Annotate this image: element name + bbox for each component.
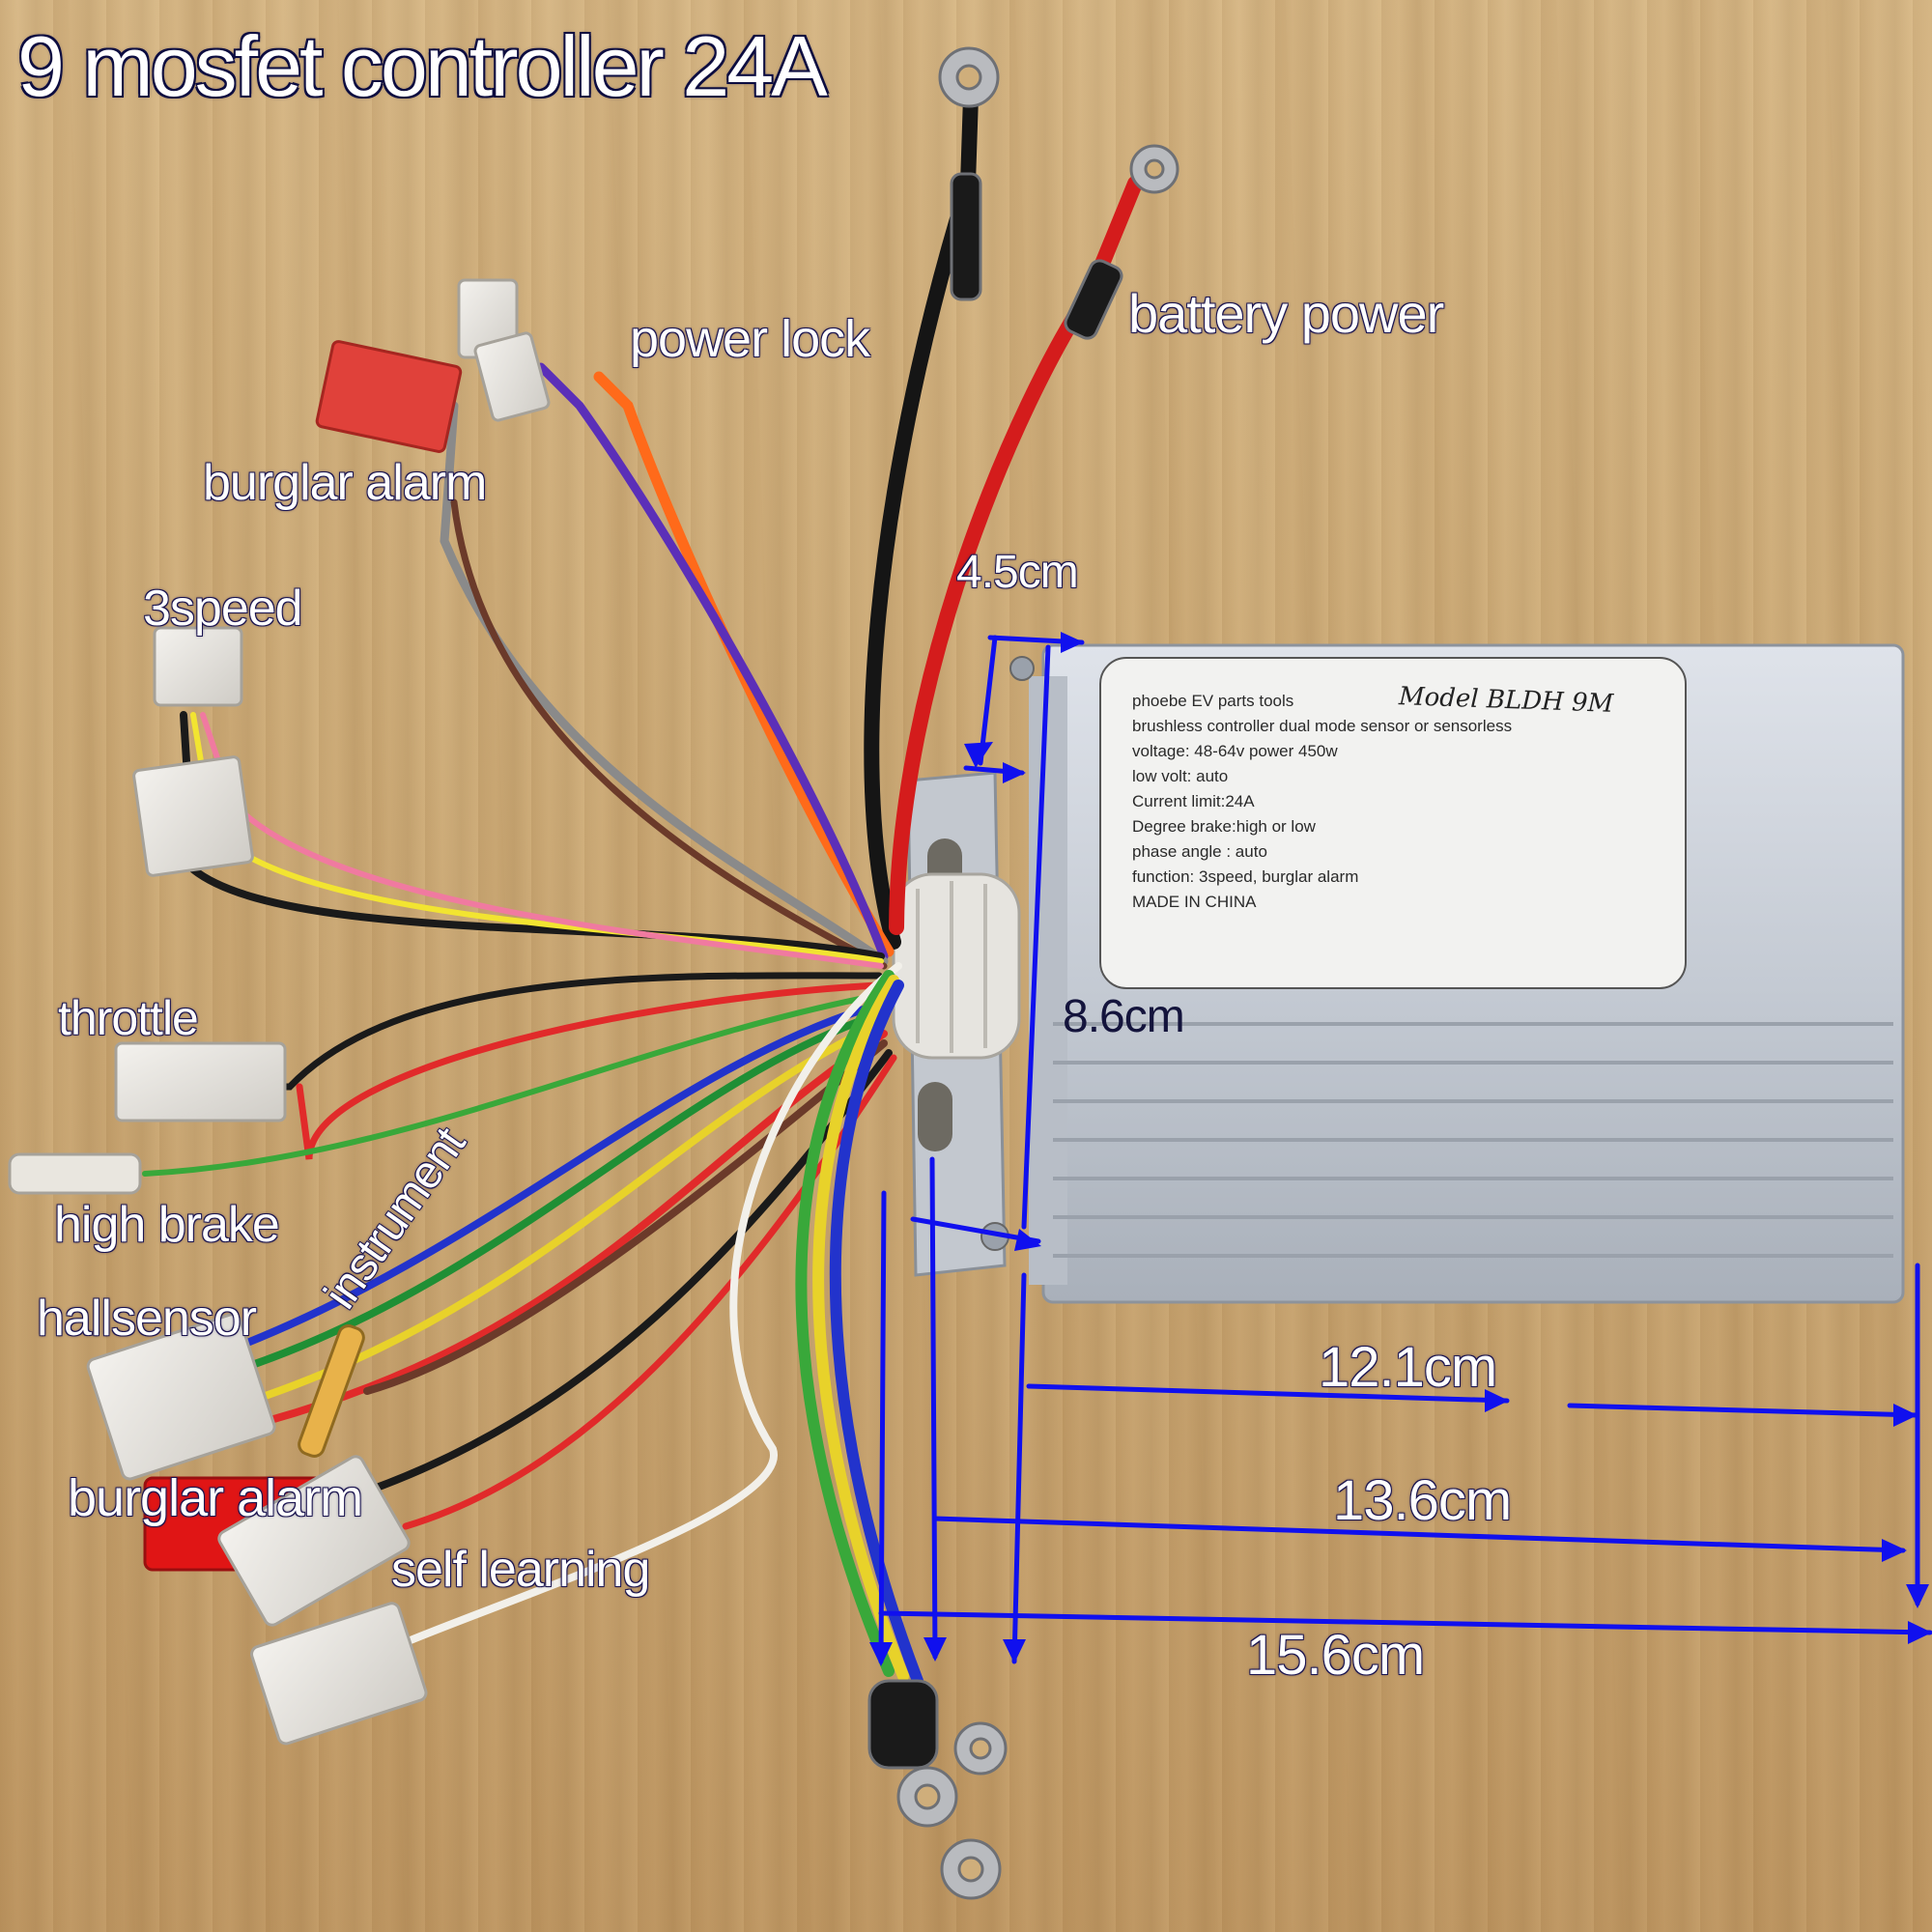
label-power-lock: power lock bbox=[630, 310, 870, 368]
measurement-arrowheads bbox=[869, 632, 1932, 1666]
connectors bbox=[8, 278, 551, 1746]
sticker-type: brushless controller dual mode sensor or… bbox=[1132, 717, 1513, 735]
dimension-length-total: 15.6cm bbox=[1246, 1624, 1425, 1687]
label-high-brake: high brake bbox=[54, 1197, 280, 1253]
sticker-brand: phoebe EV parts tools bbox=[1132, 692, 1294, 710]
sticker-origin: MADE IN CHINA bbox=[1132, 893, 1257, 911]
measurement-annotations bbox=[878, 635, 1932, 1664]
sticker-voltage-power: voltage: 48-64v power 450w bbox=[1132, 742, 1338, 760]
label-self-learning: self learning bbox=[391, 1542, 650, 1598]
spec-sticker: phoebe EV parts tools brushless controll… bbox=[1099, 657, 1687, 989]
dimension-width: 8.6cm bbox=[1063, 991, 1185, 1042]
sticker-degree-brake: Degree brake:high or low bbox=[1132, 817, 1316, 836]
label-3speed: 3speed bbox=[143, 581, 303, 637]
ring-terminals bbox=[867, 46, 1179, 1900]
dimension-length-body: 12.1cm bbox=[1319, 1336, 1497, 1399]
sticker-phase-angle: phase angle : auto bbox=[1132, 842, 1267, 861]
dimension-length-with-bracket: 13.6cm bbox=[1333, 1469, 1512, 1532]
label-hallsensor: hallsensor bbox=[37, 1291, 257, 1347]
label-battery-power: battery power bbox=[1128, 283, 1444, 344]
sticker-low-volt: low volt: auto bbox=[1132, 767, 1229, 785]
label-burglar-alarm-bottom: burglar alarm bbox=[68, 1469, 363, 1527]
dimension-height: 4.5cm bbox=[956, 547, 1079, 598]
cable-gland bbox=[892, 872, 1021, 1060]
page-title: 9 mosfet controller 24A bbox=[17, 18, 828, 114]
sticker-handwritten-model: Model BLDH 9M bbox=[1398, 682, 1614, 719]
sticker-function: function: 3speed, burglar alarm bbox=[1132, 867, 1359, 886]
label-burglar-alarm-top: burglar alarm bbox=[203, 455, 487, 511]
label-throttle: throttle bbox=[58, 991, 199, 1045]
sticker-current-limit: Current limit:24A bbox=[1132, 792, 1255, 810]
